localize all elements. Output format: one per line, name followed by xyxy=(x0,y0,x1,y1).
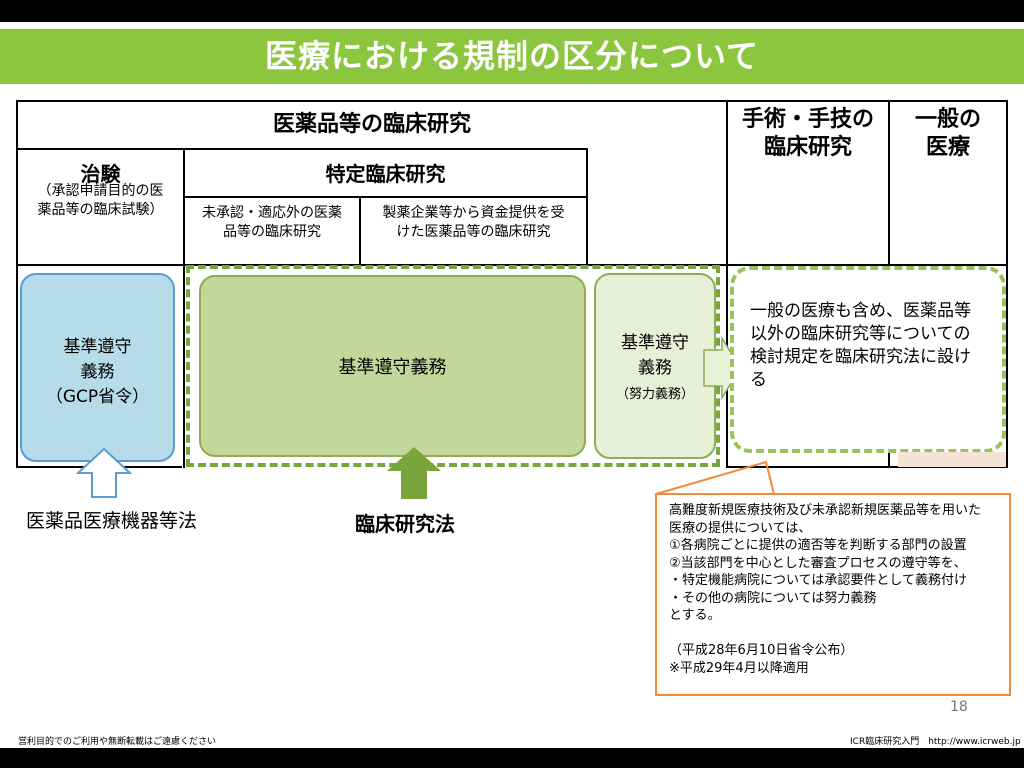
footer-right: ICR臨床研究入門 http://www.icrweb.jp xyxy=(850,737,1021,747)
note-box: 高難度新規医療技術及び未承認新規医薬品等を用いた 医療の提供については、 ①各病… xyxy=(655,493,1011,696)
header-chiken: 治験 xyxy=(80,162,121,186)
header-funded-desc: 製薬企業等から資金提供を受 けた医薬品等の臨床研究 xyxy=(382,205,565,240)
header-unapproved-desc: 未承認・適応外の医薬 品等の臨床研究 xyxy=(202,205,342,240)
slide-title: 医療における規制の区分について xyxy=(264,37,760,75)
note-line: ・特定機能病院については承認要件として義務付け xyxy=(669,573,967,588)
effort-box: 基準遵守 義務 （努力義務） xyxy=(594,273,716,459)
page-number: 18 xyxy=(950,699,968,715)
effort-label: 基準遵守 義務 xyxy=(621,333,689,378)
note-line: ※平成29年4月以降適用 xyxy=(669,660,809,676)
note-line: ・その他の病院については努力義務 xyxy=(669,590,877,606)
title-bar: 医療における規制の区分について xyxy=(0,29,1024,84)
header-clinical-research-drugs: 医薬品等の臨床研究 xyxy=(272,112,471,137)
header-specified-research: 特定臨床研究 xyxy=(325,162,446,186)
pmd-act-label: 医薬品医療機器等法 xyxy=(26,510,198,532)
note-line: 高難度新規医療技術及び未承認新規医薬品等を用いた xyxy=(669,503,982,518)
compliance-box: 基準遵守義務 xyxy=(199,275,586,457)
clinical-trials-act-label: 臨床研究法 xyxy=(355,512,455,536)
effort-sub-label: （努力義務） xyxy=(615,387,694,402)
cell-shade xyxy=(898,452,1006,467)
footer-left: 営利目的でのご利用や無断転載はご遠慮ください xyxy=(18,737,217,747)
header-surgery-research: 手術・手技の 臨床研究 xyxy=(741,107,874,160)
general-rule-box: 一般の医療も含め、医薬品等 以外の臨床研究等についての 検討規定を臨床研究法に設… xyxy=(730,266,1006,453)
gcp-label: 基準遵守 義務 （GCP省令） xyxy=(45,337,150,407)
gcp-box: 基準遵守 義務 （GCP省令） xyxy=(20,273,175,462)
header-chiken-desc: （承認申請目的の医 薬品等の臨床試験） xyxy=(37,183,164,218)
note-line: とする。 xyxy=(669,608,721,623)
note-spacer xyxy=(669,625,1009,643)
note-line: 医療の提供については、 xyxy=(669,520,812,536)
up-arrow-outline-icon xyxy=(76,447,132,498)
up-arrow-filled-icon xyxy=(387,447,441,499)
note-line: ①各病院ごとに提供の適否等を判断する部門の設置 xyxy=(669,538,967,553)
note-line: （平成28年6月10日省令公布） xyxy=(669,643,854,658)
note-connector xyxy=(655,460,775,495)
compliance-label: 基準遵守義務 xyxy=(338,357,447,378)
general-rule-text: 一般の医療も含め、医薬品等 以外の臨床研究等についての 検討規定を臨床研究法に設… xyxy=(750,301,971,390)
header-general-medicine: 一般の 医療 xyxy=(914,107,981,160)
slide: 医療における規制の区分について 医薬品等の臨床研究 手術・手技の 臨床研究 一般… xyxy=(0,22,1024,748)
note-line: ②当該部門を中心とした審査プロセスの遵守等を、 xyxy=(669,555,967,571)
